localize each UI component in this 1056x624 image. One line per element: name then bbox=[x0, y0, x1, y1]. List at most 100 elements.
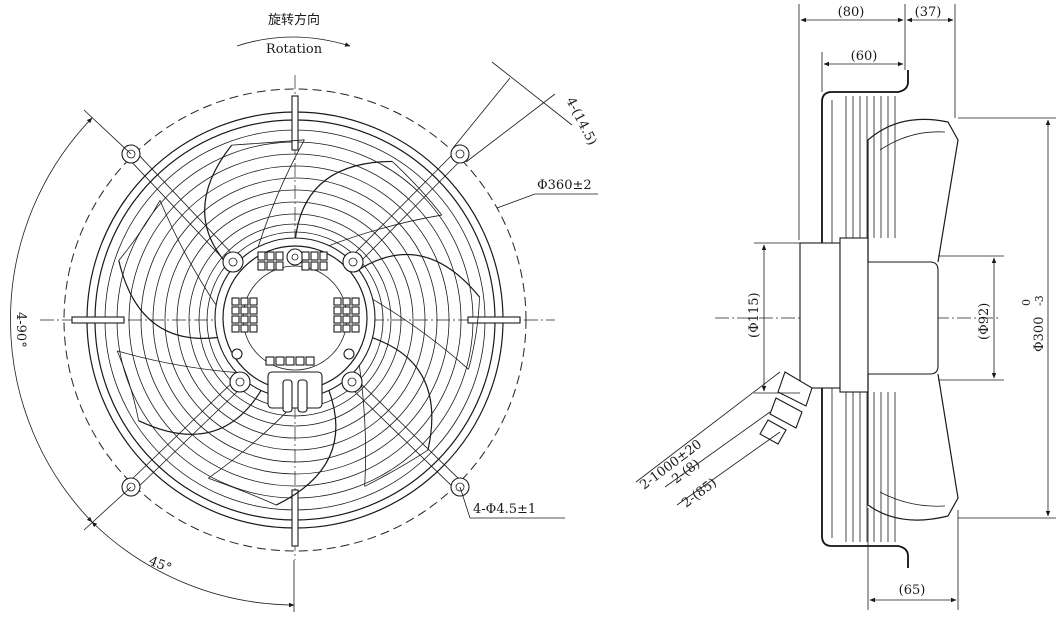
vent-cell bbox=[342, 324, 351, 333]
strut-edge bbox=[355, 378, 464, 484]
angle-extension bbox=[83, 109, 132, 155]
vent-cell bbox=[240, 324, 249, 333]
holes-leader bbox=[459, 486, 471, 519]
cable-dim-line bbox=[676, 431, 781, 506]
vent-cell bbox=[257, 251, 266, 261]
guard-ring bbox=[198, 223, 392, 417]
motor-hub bbox=[214, 237, 376, 413]
blade-upper bbox=[867, 118, 959, 263]
blade-edge bbox=[323, 214, 442, 248]
guard-ring bbox=[188, 213, 402, 427]
bolt-circle bbox=[63, 88, 527, 552]
vent-cell bbox=[266, 261, 275, 271]
blade-tip bbox=[116, 350, 139, 421]
vent-cell bbox=[266, 251, 275, 261]
blade-tolerance-lower: -3 bbox=[1033, 295, 1046, 306]
vent-cell bbox=[351, 315, 360, 324]
motor-rear bbox=[799, 242, 841, 389]
vent-cell bbox=[275, 356, 285, 366]
blade-edge bbox=[355, 253, 481, 298]
terminal-box bbox=[777, 371, 813, 407]
blade-tip bbox=[364, 449, 429, 487]
vent-cell bbox=[333, 315, 342, 324]
vent-cell bbox=[351, 297, 360, 306]
vent-cell bbox=[342, 306, 351, 315]
blade-edge bbox=[294, 160, 393, 243]
vent-cell bbox=[301, 251, 310, 261]
depth-total-label: (80) bbox=[838, 5, 865, 20]
strut-edge bbox=[349, 150, 457, 259]
motor-diameter-label: (Φ115) bbox=[747, 292, 762, 338]
blade-tip bbox=[231, 139, 305, 146]
guard-ring bbox=[140, 165, 450, 475]
mount-holes-label: 4-Φ4.5±1 bbox=[473, 502, 536, 517]
vent-cell bbox=[342, 297, 351, 306]
blade-curve bbox=[879, 131, 946, 151]
vent-cell bbox=[285, 356, 295, 366]
vent-cell bbox=[342, 315, 351, 324]
blade-lower bbox=[867, 373, 959, 521]
side-view: (80) (37) (60) (Φ115) (Φ92) Φ300 0 -3 (6… bbox=[635, 4, 1056, 610]
strut-edge bbox=[356, 157, 464, 266]
vent-cell bbox=[240, 297, 249, 306]
rotation-label-cn: 旋转方向 bbox=[268, 12, 320, 28]
blade-tip bbox=[118, 200, 161, 261]
depth-frame-label: (60) bbox=[851, 49, 878, 64]
strut-edge bbox=[127, 157, 230, 266]
vent-cell bbox=[231, 297, 240, 306]
radial-bar bbox=[291, 95, 299, 151]
radial-bar bbox=[467, 316, 521, 324]
blade-edge bbox=[117, 350, 238, 374]
hub bbox=[867, 261, 939, 375]
rotation-label-en: Rotation bbox=[266, 42, 323, 57]
slot-dim-extension bbox=[452, 77, 511, 149]
vent-cell bbox=[319, 261, 328, 271]
vent-cell bbox=[231, 315, 240, 324]
blade-edge bbox=[370, 336, 433, 451]
vent-cell bbox=[249, 297, 258, 306]
angle-45-label: 45° bbox=[147, 554, 174, 577]
vent-cell bbox=[265, 356, 275, 366]
vent-cell bbox=[333, 324, 342, 333]
vent-cell bbox=[319, 251, 328, 261]
motor-flange bbox=[839, 237, 869, 393]
blade-edge bbox=[369, 297, 469, 370]
blade-curve bbox=[879, 491, 946, 507]
guard-ring bbox=[176, 201, 414, 439]
cable-gland bbox=[769, 397, 803, 429]
hub-diameter-label: (Φ92) bbox=[977, 303, 992, 340]
blade-tolerance-upper: 0 bbox=[1020, 299, 1033, 306]
angle-90-label: 4-90° bbox=[13, 312, 28, 348]
slot-dim-extension bbox=[465, 93, 556, 163]
blade-edge bbox=[138, 389, 262, 435]
blade-tip bbox=[468, 297, 480, 370]
blade-depth-label: (65) bbox=[899, 583, 926, 598]
cable-dim-line bbox=[635, 371, 781, 483]
blade-edge bbox=[256, 139, 305, 253]
guard-struts bbox=[71, 95, 521, 547]
vent-cell bbox=[351, 306, 360, 315]
strut-edge bbox=[134, 150, 237, 259]
vent-cell bbox=[351, 324, 360, 333]
blade-edge bbox=[118, 260, 220, 339]
vent-cell bbox=[301, 261, 310, 271]
blade-edge bbox=[275, 390, 337, 506]
angle-45-arc bbox=[91, 521, 295, 608]
vent-cell bbox=[310, 251, 319, 261]
depth-front-label: (37) bbox=[915, 5, 942, 20]
strut-edge bbox=[134, 385, 244, 491]
vent-cell bbox=[295, 356, 305, 366]
blade-tip bbox=[208, 477, 277, 506]
rotation-arrow-icon bbox=[236, 36, 351, 47]
guard-ring-edges bbox=[845, 96, 896, 542]
front-view: 旋转方向 Rotation 4-(14.5) Φ360±2 4-Φ4.5±1 4… bbox=[10, 12, 599, 612]
angle-extension bbox=[83, 486, 132, 531]
cable-dim-line bbox=[664, 411, 771, 488]
guard-ring bbox=[152, 177, 438, 463]
guard-ring bbox=[128, 153, 462, 487]
vent-cell bbox=[310, 261, 319, 271]
vent-cell bbox=[333, 306, 342, 315]
angle-90-arc bbox=[10, 117, 93, 523]
